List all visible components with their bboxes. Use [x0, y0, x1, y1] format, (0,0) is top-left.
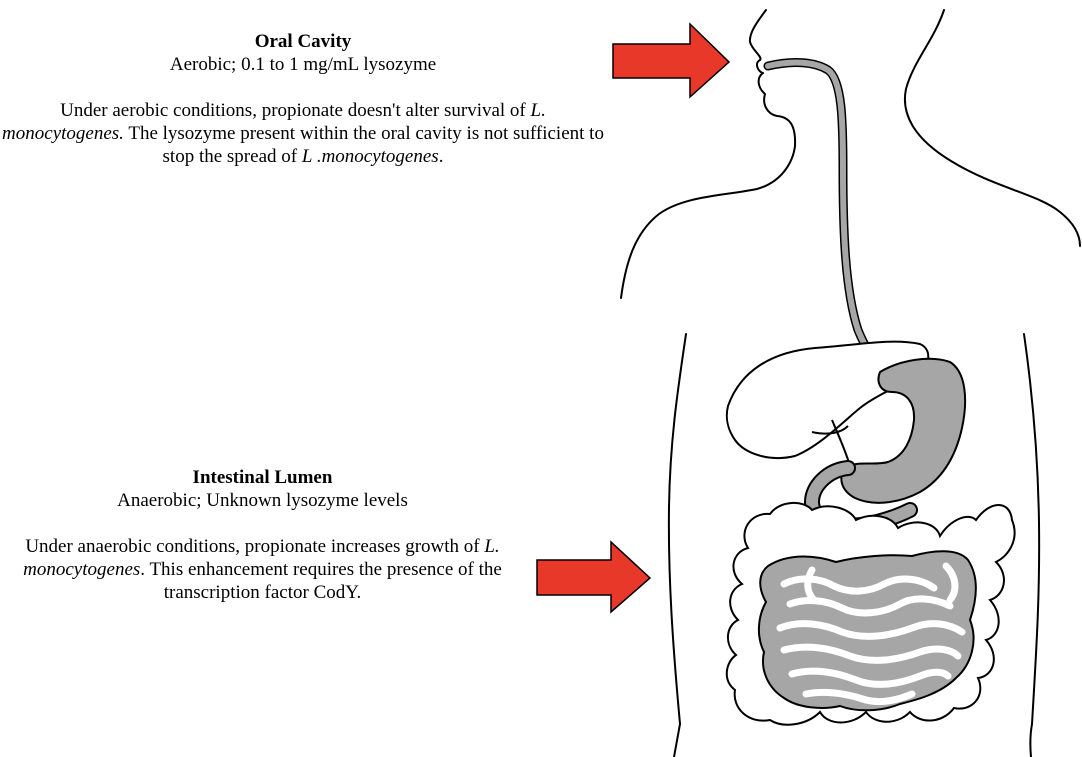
esophagus [768, 63, 880, 372]
intestinal-lumen-arrow [537, 542, 650, 612]
liver [727, 342, 928, 458]
oral-cavity-arrow [613, 24, 729, 97]
